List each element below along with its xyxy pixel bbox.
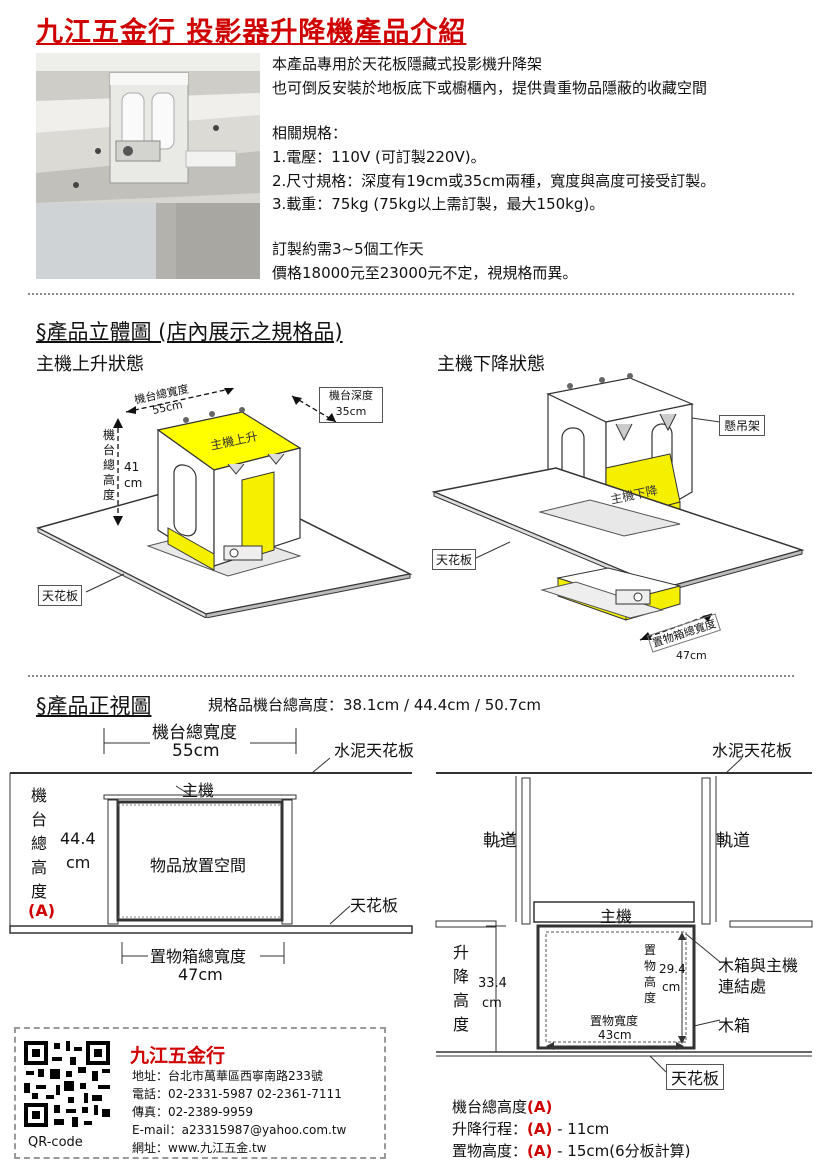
cement-label: 水泥天花板 <box>712 741 793 760</box>
ceiling-label: 天花板 <box>38 585 83 606</box>
width-value: 55cm <box>172 741 220 761</box>
intro-line: 價格18000元至23000元不定，視規格而異。 <box>272 264 578 282</box>
lowered-3d-diagram <box>431 373 805 641</box>
height-unit: cm <box>124 476 143 490</box>
box-width-label: 置物箱總寬度 <box>150 947 247 966</box>
lift-value: 33.4 <box>478 976 507 991</box>
shop-name: 九江五金行 <box>130 1045 226 1067</box>
formula-total: 機台總高度(A) <box>452 1098 553 1116</box>
intro-line: 本產品專用於天花板隱藏式投影機升降架 <box>272 55 543 73</box>
space-label: 置 物 高 度 <box>643 943 656 1005</box>
product-photo <box>36 53 260 279</box>
host-label: 主機 <box>600 907 633 926</box>
space-value: 29.4 <box>659 962 686 976</box>
shop-phone: 電話：02-2331-5987 02-2361-7111 <box>132 1087 342 1101</box>
joint-label: 木箱與主機 連結處 <box>718 956 799 996</box>
intro-line: 相關規格： <box>272 124 348 142</box>
cement-label: 水泥天花板 <box>334 741 415 760</box>
spec-heights: 規格品機台總高度：38.1cm / 44.4cm / 50.7cm <box>208 696 541 714</box>
width-value: 47cm <box>676 649 707 662</box>
divider <box>28 293 794 295</box>
box-width-value: 43cm <box>598 1028 632 1042</box>
intro-line: 2.尺寸規格：深度有19cm或35cm兩種，寬度與高度可接受訂製。 <box>272 172 716 190</box>
qr-code-label: QR-code <box>28 1135 83 1150</box>
shop-email[interactable]: E-mail：a23315987@yahoo.com.tw <box>132 1123 347 1137</box>
depth-callout: 機台深度 35cm <box>319 387 383 423</box>
ceiling-label: 天花板 <box>432 549 477 570</box>
section-title-3d: §產品立體圖 (店內展示之規格品) <box>36 320 343 344</box>
lift-unit: cm <box>482 996 502 1011</box>
box-width-label: 置物寬度 <box>590 1014 639 1028</box>
lift-label: 升 降 高 度 <box>452 943 469 1034</box>
depth-label: 機台深度 <box>329 389 373 402</box>
shop-address: 地址：台北市萬華區西寧南路233號 <box>132 1069 323 1083</box>
qr-code-icon[interactable] <box>22 1039 112 1129</box>
shop-website[interactable]: 網址：www.九江五金.tw <box>132 1141 267 1155</box>
intro-line: 也可倒反安裝於地板底下或櫥櫃內，提供貴重物品隱蔽的收藏空間 <box>272 79 708 97</box>
wood-box-label: 木箱 <box>718 1016 751 1035</box>
box-width-value: 47cm <box>178 965 223 984</box>
raised-state-label: 主機上升狀態 <box>36 354 144 375</box>
height-value: 41 <box>124 460 140 474</box>
width-label: 機台總寬度 <box>152 723 237 743</box>
host-label: 主機 <box>182 781 215 800</box>
ceiling-label: 天花板 <box>666 1064 725 1090</box>
storage-label: 物品放置空間 <box>150 856 247 875</box>
height-label: 機 台 總 高 度 <box>102 428 115 502</box>
height-unit: cm <box>66 853 91 872</box>
page-title: 九江五金行 投影器升降機產品介紹 <box>36 17 467 48</box>
divider <box>28 675 794 677</box>
formula-storage: 置物高度：(A) - 15cm(6分板計算) <box>452 1142 691 1160</box>
rail-right-label: 軌道 <box>716 831 750 851</box>
lowered-state-label: 主機下降狀態 <box>437 354 545 375</box>
height-value: 44.4 <box>60 829 96 848</box>
intro-line: 1.電壓：110V (可訂製220V)。 <box>272 148 486 166</box>
front-view-right <box>435 757 813 1073</box>
height-label: 機 台 總 高 度 <box>30 786 47 901</box>
intro-line: 3.載重：75kg (75kg以上需訂製，最大150kg)。 <box>272 195 605 213</box>
raised-3d-diagram <box>35 387 413 618</box>
section-title-front: §產品正視圖 <box>36 694 152 718</box>
space-unit: cm <box>662 980 681 994</box>
contact-card: QR-code 九江五金行 地址：台北市萬華區西寧南路233號 電話：02-23… <box>14 1027 386 1159</box>
formula-lift: 升降行程：(A) - 11cm <box>452 1120 610 1138</box>
hanger-label: 懸吊架 <box>719 415 766 436</box>
rail-left-label: 軌道 <box>483 831 517 851</box>
shop-fax: 傳真：02-2389-9959 <box>132 1105 254 1119</box>
front-view-left <box>9 728 413 964</box>
height-code: (A) <box>28 901 56 920</box>
ceiling-label: 天花板 <box>350 896 399 915</box>
depth-value: 35cm <box>335 405 367 418</box>
intro-line: 訂製約需3~5個工作天 <box>272 240 424 258</box>
